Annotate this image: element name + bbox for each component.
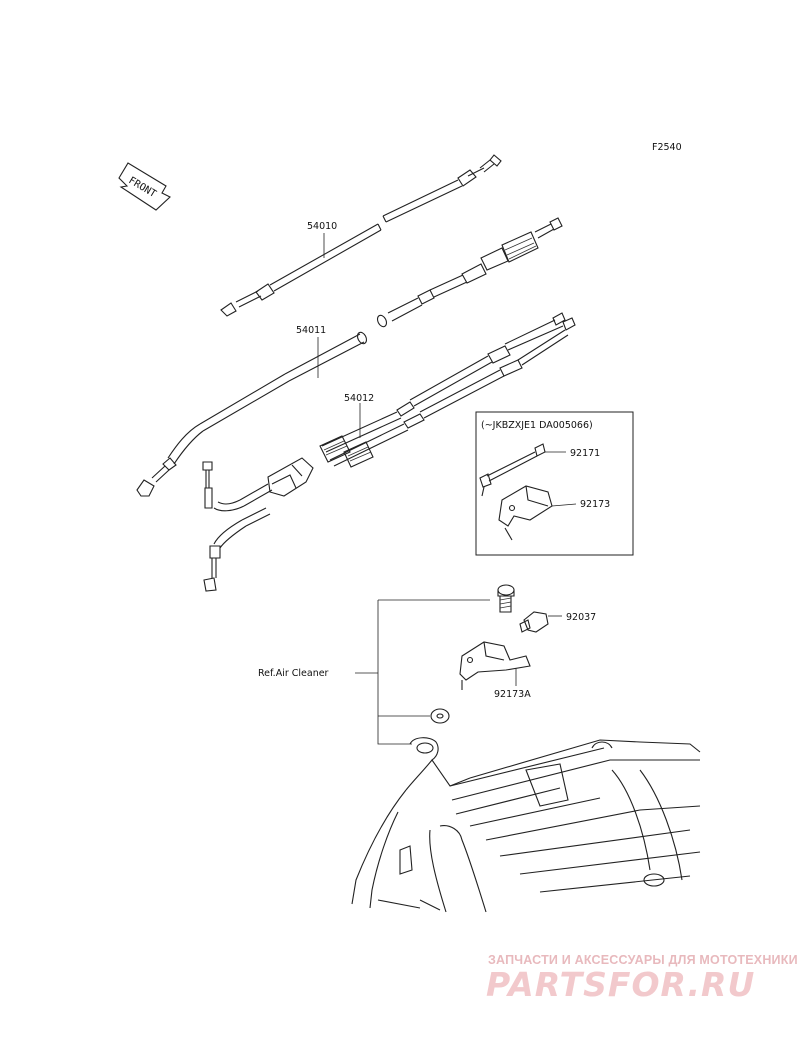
part-label-54010: 54010 [307, 221, 337, 232]
part-label-92171: 92171 [570, 448, 600, 459]
air-cleaner-housing [351, 737, 701, 913]
cable-54011: 54011 [136, 217, 563, 497]
part-92173a: 92173A [459, 641, 531, 700]
part-label-92173: 92173 [580, 499, 610, 510]
watermark-logo: PARTSFOR.RU [486, 965, 755, 1004]
watermark-caption: ЗАПЧАСТИ И АКСЕССУАРЫ ДЛЯ МОТОТЕХНИКИ [488, 953, 798, 967]
washer-part [430, 708, 450, 724]
part-92171: 92171 [479, 443, 600, 497]
bolt-part [497, 584, 515, 613]
part-92173: 92173 [498, 485, 610, 541]
air-cleaner-assembly: Ref.Air Cleaner 92037 92173A [258, 584, 701, 913]
watermark: ЗАПЧАСТИ И АКСЕССУАРЫ ДЛЯ МОТОТЕХНИКИ PA… [486, 953, 798, 1004]
front-arrow-icon: FRONT [118, 162, 171, 211]
part-label-92173a: 92173A [494, 689, 531, 700]
cable-54012: 54012 [202, 312, 576, 592]
part-label-92037: 92037 [566, 612, 596, 623]
part-92037: 92037 [519, 611, 596, 633]
figure-code: F2540 [652, 142, 682, 153]
inset-box: (~JKBZXJE1 DA005066) 92171 92173 [475, 411, 634, 556]
ref-note: Ref.Air Cleaner [258, 668, 329, 679]
inset-note: (~JKBZXJE1 DA005066) [481, 420, 593, 431]
cable-54010: 54010 [220, 154, 502, 317]
part-label-54011: 54011 [296, 325, 326, 336]
part-label-54012: 54012 [344, 393, 374, 404]
